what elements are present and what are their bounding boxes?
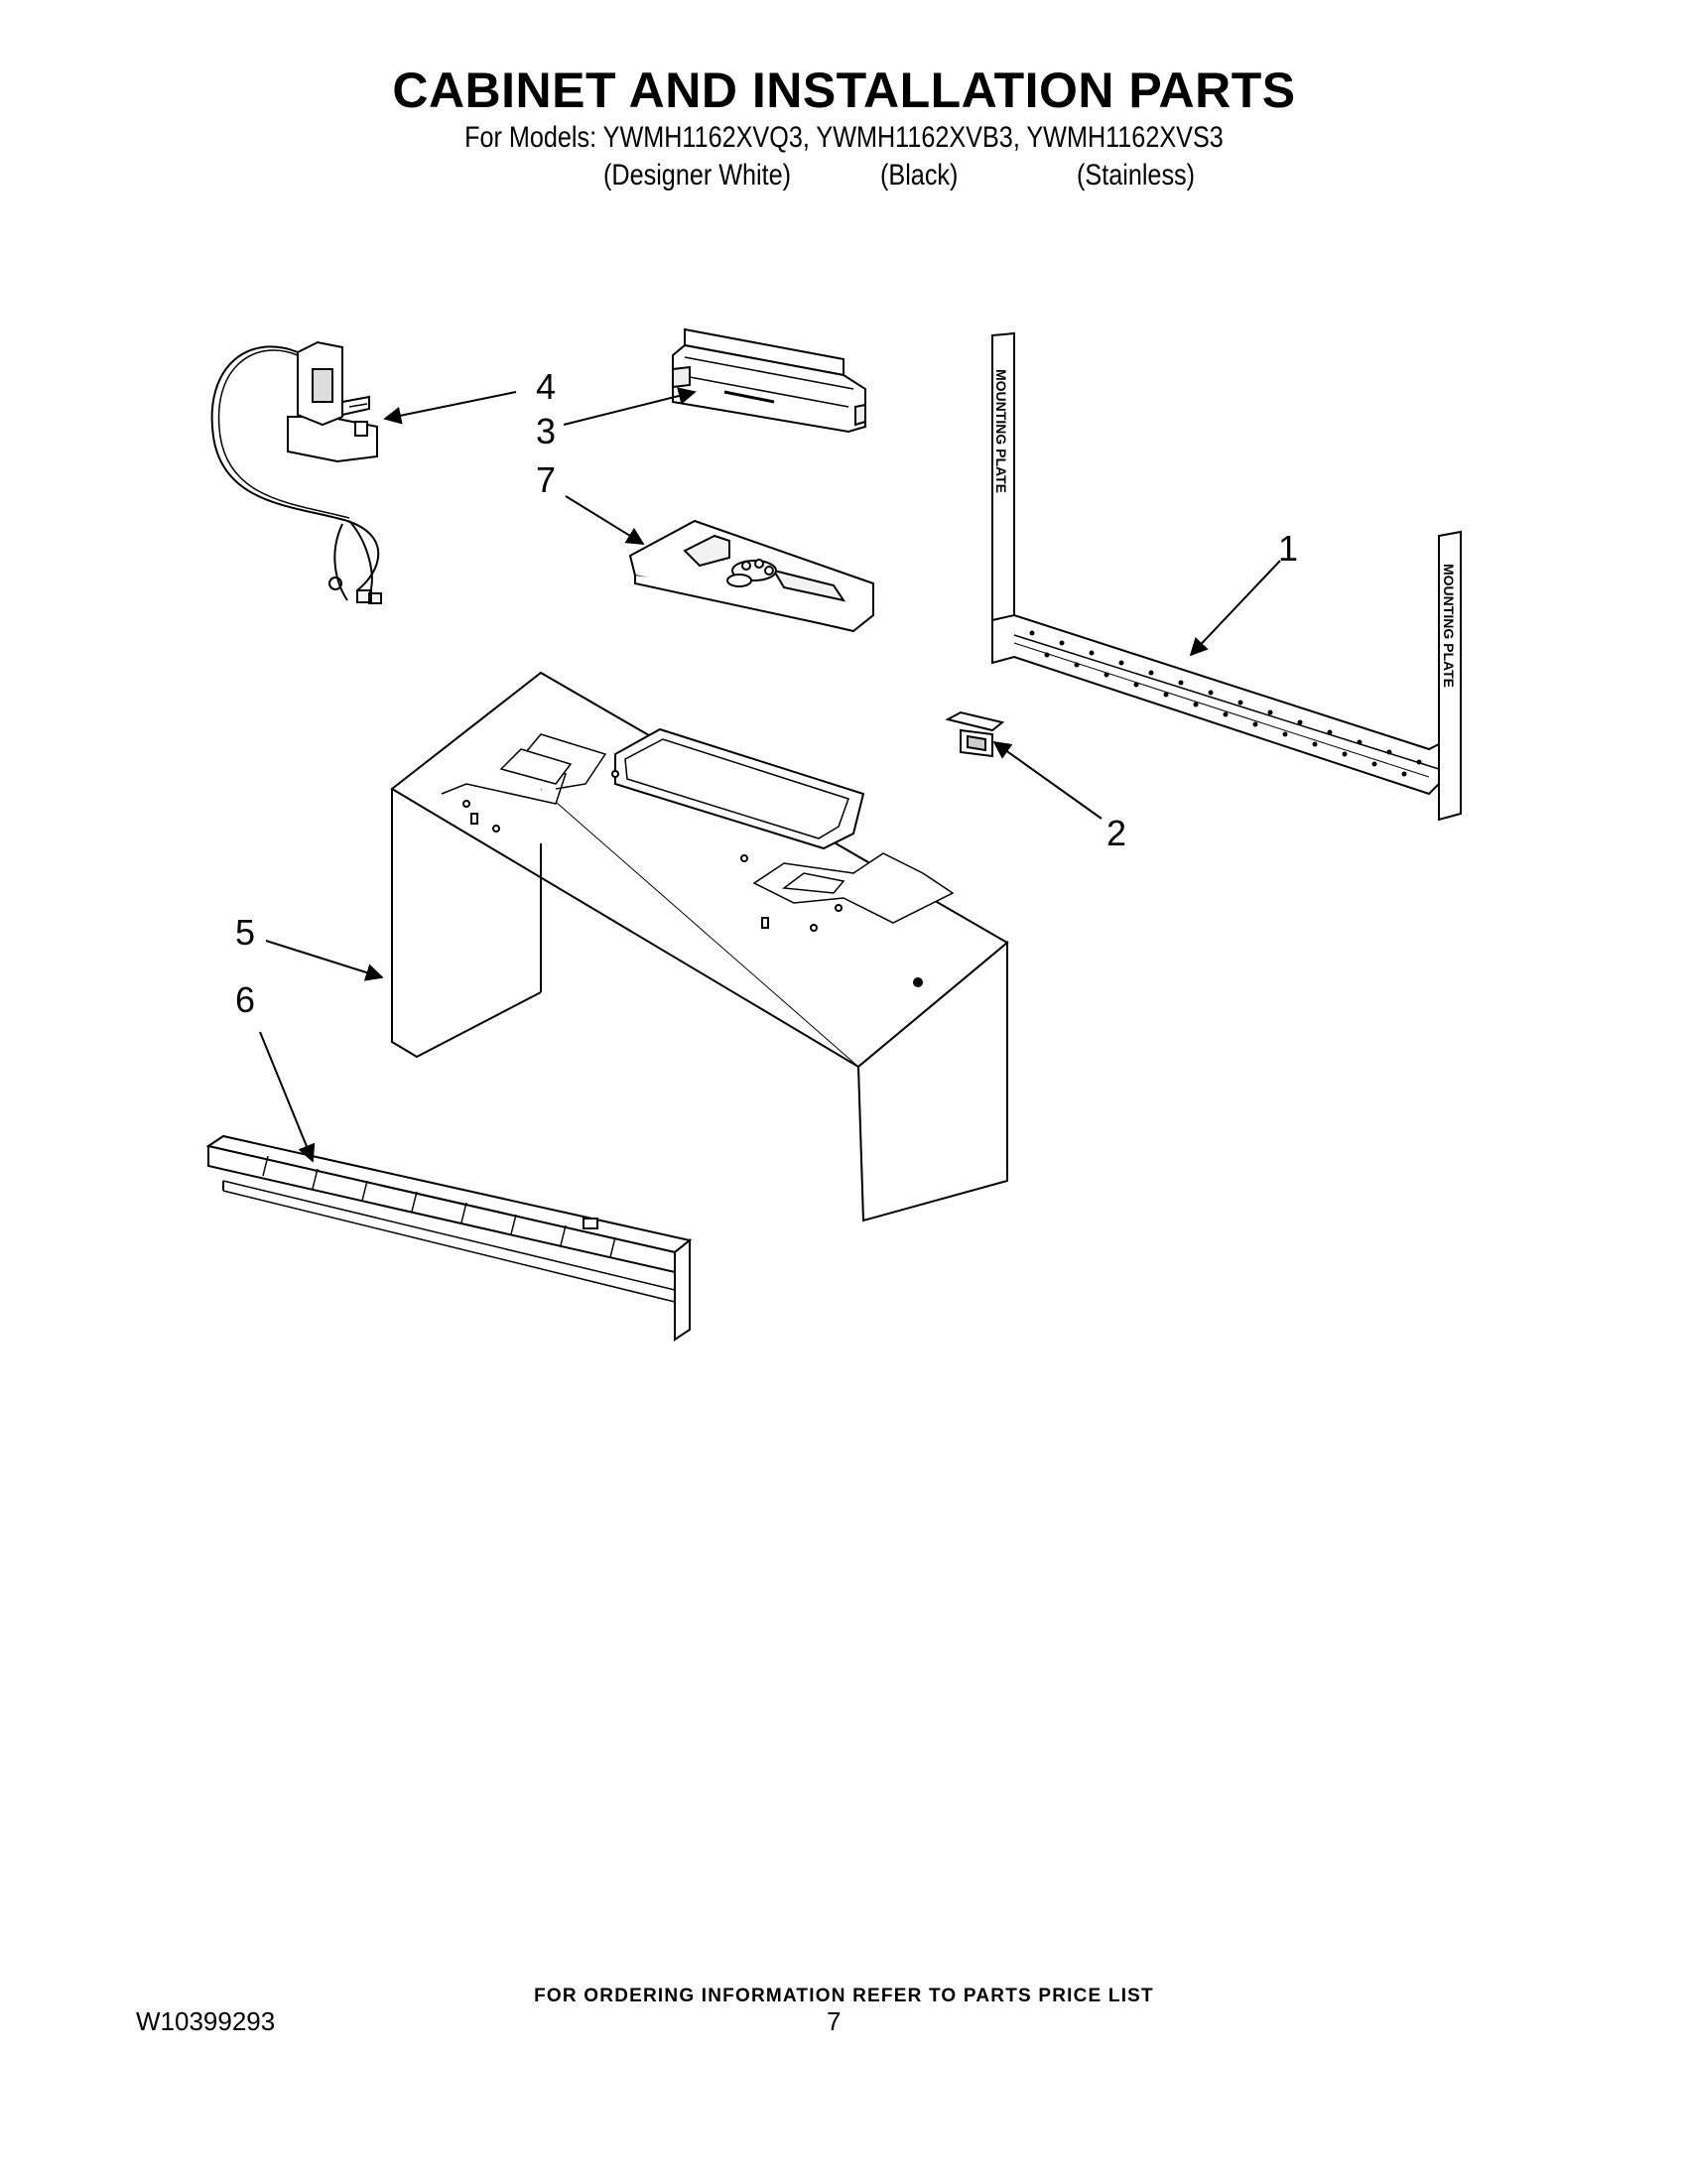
leader-3 xyxy=(563,387,697,426)
page-title: CABINET AND INSTALLATION PARTS xyxy=(392,63,1296,118)
ordering-note: FOR ORDERING INFORMATION REFER TO PARTS … xyxy=(534,1986,1154,2006)
callout-4: 4 xyxy=(536,366,557,407)
leader-5 xyxy=(265,940,384,981)
cabinet-body xyxy=(390,671,1009,1222)
callout-leaders xyxy=(259,387,1281,1163)
callout-6: 6 xyxy=(235,979,256,1020)
leader-2 xyxy=(992,740,1103,820)
leader-1 xyxy=(1189,560,1281,657)
variant-stainless: (Stainless) xyxy=(1077,159,1196,192)
power-cord-part xyxy=(210,340,382,604)
control-plate-part xyxy=(628,519,874,633)
variant-designer-white: (Designer White) xyxy=(603,159,792,192)
leader-6 xyxy=(259,1031,316,1163)
leader-7 xyxy=(565,495,645,545)
callout-3: 3 xyxy=(536,411,557,451)
variant-black: (Black) xyxy=(880,159,959,192)
leader-4 xyxy=(383,391,517,425)
callout-7: 7 xyxy=(536,459,557,500)
vent-bracket-part xyxy=(672,327,866,434)
page-number: 7 xyxy=(827,2006,842,2036)
vent-grille-part xyxy=(205,1134,693,1342)
document-number: W10399293 xyxy=(136,2006,276,2036)
mounting-plate-part: MOUNTING PLATE MOUNTING PLATE xyxy=(991,331,1462,822)
callout-1: 1 xyxy=(1278,528,1299,569)
callout-5: 5 xyxy=(235,912,256,953)
models-line: For Models: YWMH1162XVQ3, YWMH1162XVB3, … xyxy=(464,121,1224,154)
plate-stamp-right: MOUNTING PLATE xyxy=(1441,564,1457,688)
plate-stamp-left: MOUNTING PLATE xyxy=(993,369,1009,493)
callout-2: 2 xyxy=(1106,813,1127,853)
clip-part xyxy=(945,710,1005,758)
mounting-holes xyxy=(1029,630,1422,777)
